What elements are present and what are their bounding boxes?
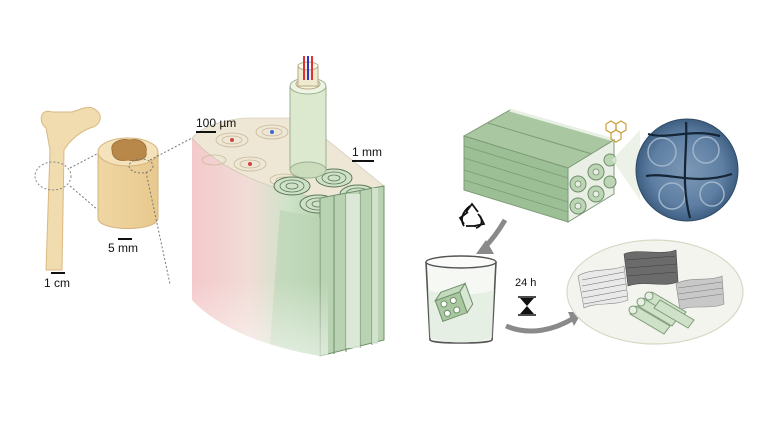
scale-bar-1mm: [352, 160, 374, 162]
fiber-sheet: [577, 265, 629, 309]
beaker: [425, 255, 497, 344]
scale-label-100um: 100 µm: [196, 116, 237, 130]
hourglass-icon: [518, 296, 536, 316]
scaffold-block-small: [462, 108, 617, 223]
scale-bar-5mm: [118, 238, 132, 240]
time-label: 24 h: [515, 277, 537, 289]
femur-bone: [34, 106, 101, 271]
dark-sheet: [623, 249, 679, 287]
marrow-core: [111, 139, 147, 162]
scale-bar-100um: [196, 131, 216, 133]
scale-label-1mm: 1 mm: [352, 145, 382, 159]
gray-sheet: [675, 275, 725, 311]
micro-image-circle: [612, 118, 739, 222]
scale-bar-1cm: [51, 272, 65, 274]
scale-label-5mm: 5 mm: [108, 241, 138, 255]
connector-line: [149, 135, 197, 161]
curved-arrow-icon: [476, 218, 508, 254]
recycle-icon: [458, 202, 486, 229]
products-oval: [566, 239, 744, 345]
connector-line: [69, 185, 113, 223]
scaffold-block: [188, 117, 385, 360]
hexagon-molecule-icon: [605, 120, 627, 143]
connector-line: [145, 171, 171, 285]
bone-section-cylinder: [97, 137, 159, 229]
fiber-rods: [628, 291, 695, 335]
scale-label-1cm: 1 cm: [44, 276, 71, 290]
osteon-tube: [289, 56, 327, 179]
arrow-to-products: [505, 312, 582, 334]
